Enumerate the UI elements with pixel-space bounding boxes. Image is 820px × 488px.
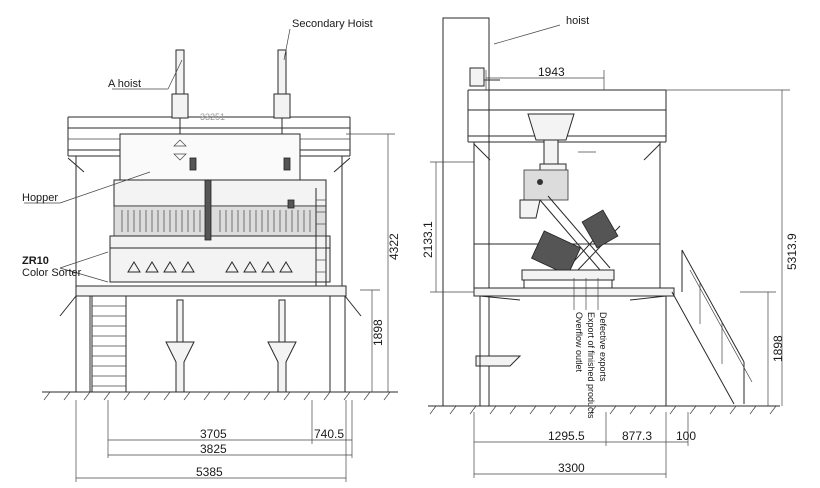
dim-width-5385: 5385 [196,465,223,479]
faint-top-label: 33251 [200,112,225,122]
dim-height-1898-right: 1898 [771,335,785,362]
dim-height-5313: 5313.9 [785,233,799,270]
color-sorter-label: Color Sorter [22,267,82,279]
dim-height-2133: 2133.1 [421,221,435,258]
dim-width-877-3: 877.3 [622,429,652,443]
hoist-leader [493,24,561,45]
horizontal-dimension-lines-left [75,400,353,482]
dim-width-3825: 3825 [200,442,227,456]
left-stairs [91,296,127,392]
hoist-label-right: hoist [566,15,589,27]
vertical-dimension-lines-left [346,133,395,392]
color-sorter-machine [109,179,331,283]
side-ladder [315,188,327,286]
front-elevation-view: 33251 [22,18,401,482]
dim-width-100: 100 [676,429,696,443]
right-stairs [671,249,753,405]
secondary-hoist-label: Secondary Hoist [292,18,373,30]
lower-platform [59,285,362,392]
overflow-outlet-label: Overflow outlet [574,312,584,373]
dim-width-1295-5: 1295.5 [548,429,585,443]
secondary-hoist-column [267,49,297,393]
outlet-leaders [573,278,599,310]
dim-height-1898-left: 1898 [371,319,385,346]
side-elevation-view: Overflow outlet Export of finished produ… [421,15,799,478]
dim-width-3705: 3705 [200,427,227,441]
ground-hatch-right [429,405,777,415]
feed-hopper [527,113,596,177]
model-label: ZR10 [22,255,49,267]
sorter-machine-side [519,169,621,290]
dim-top-1943: 1943 [538,65,565,79]
vertical-dimension-lines-right [430,89,790,406]
defective-exports-label: Defective exports [598,312,608,382]
dim-width-740-5: 740.5 [314,427,344,441]
dim-height-4322: 4322 [387,233,401,260]
hoist-tower [442,17,522,407]
dim-width-3300: 3300 [558,461,585,475]
ground-hatch-left [43,391,391,401]
horizontal-dimension-lines-right [473,412,689,478]
callout-leaders-left [24,28,291,283]
export-finished-label: Export of finished products [586,312,596,419]
dim-1943-line [485,70,605,90]
a-hoist-label: A hoist [108,78,141,90]
hopper-label: Hopper [22,192,58,204]
